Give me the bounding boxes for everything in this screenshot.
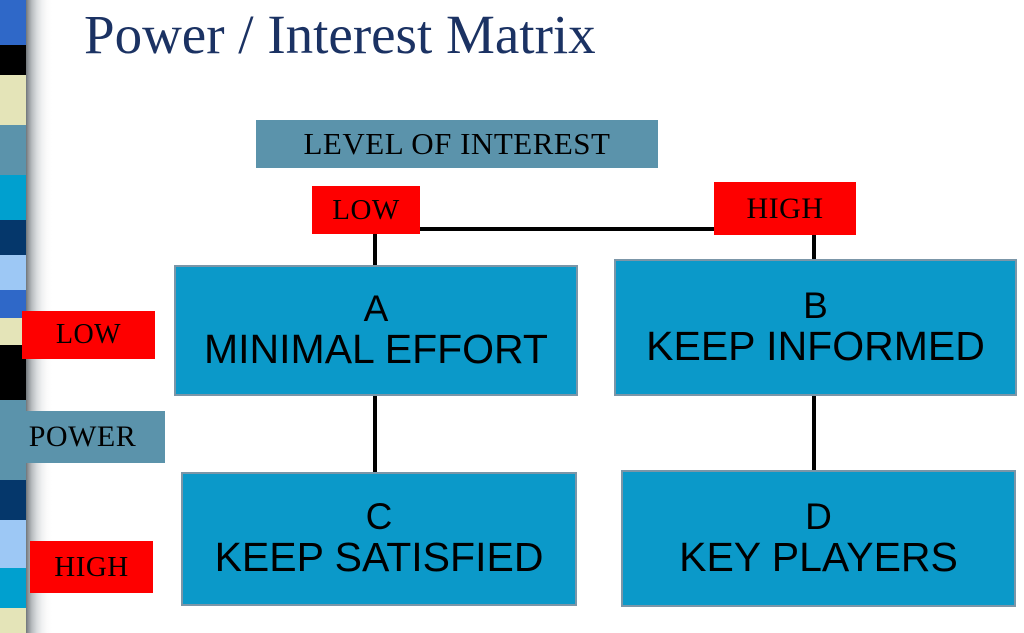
decorative-color-strip xyxy=(0,0,28,633)
power-header: POWER xyxy=(0,411,165,463)
quadrant-a: A MINIMAL EFFORT xyxy=(174,265,578,396)
strip-band-2 xyxy=(0,75,28,125)
connector-vertical-a-to-c xyxy=(373,396,377,476)
quadrant-d-label: KEY PLAYERS xyxy=(679,533,958,580)
strip-band-13 xyxy=(0,568,28,608)
strip-band-1 xyxy=(0,45,28,75)
strip-band-4 xyxy=(0,175,28,220)
quadrant-c-letter: C xyxy=(365,496,393,538)
connector-horizontal-interest xyxy=(366,227,786,231)
quadrant-b: B KEEP INFORMED xyxy=(614,259,1017,396)
interest-low-label: LOW xyxy=(312,186,420,234)
quadrant-a-letter: A xyxy=(363,287,389,329)
strip-band-3 xyxy=(0,125,28,175)
connector-vertical-low-to-a xyxy=(373,229,377,273)
power-low-label: LOW xyxy=(22,311,155,359)
strip-band-6 xyxy=(0,255,28,290)
strip-band-14 xyxy=(0,608,28,633)
power-high-label: HIGH xyxy=(30,541,153,593)
quadrant-b-label: KEEP INFORMED xyxy=(646,322,985,369)
page-title: Power / Interest Matrix xyxy=(84,4,596,65)
strip-band-5 xyxy=(0,220,28,255)
strip-band-12 xyxy=(0,520,28,568)
quadrant-a-label: MINIMAL EFFORT xyxy=(204,325,548,372)
level-of-interest-header: LEVEL OF INTEREST xyxy=(256,120,658,168)
quadrant-c: C KEEP SATISFIED xyxy=(181,472,577,606)
connector-vertical-b-to-d xyxy=(812,396,816,476)
quadrant-d: D KEY PLAYERS xyxy=(621,470,1016,607)
quadrant-c-label: KEEP SATISFIED xyxy=(214,534,544,581)
connector-vertical-high-to-b xyxy=(812,229,816,273)
strip-band-11 xyxy=(0,480,28,520)
quadrant-d-letter: D xyxy=(805,495,832,537)
quadrant-b-letter: B xyxy=(803,284,828,326)
strip-band-0 xyxy=(0,0,28,45)
interest-high-label: HIGH xyxy=(714,182,856,235)
